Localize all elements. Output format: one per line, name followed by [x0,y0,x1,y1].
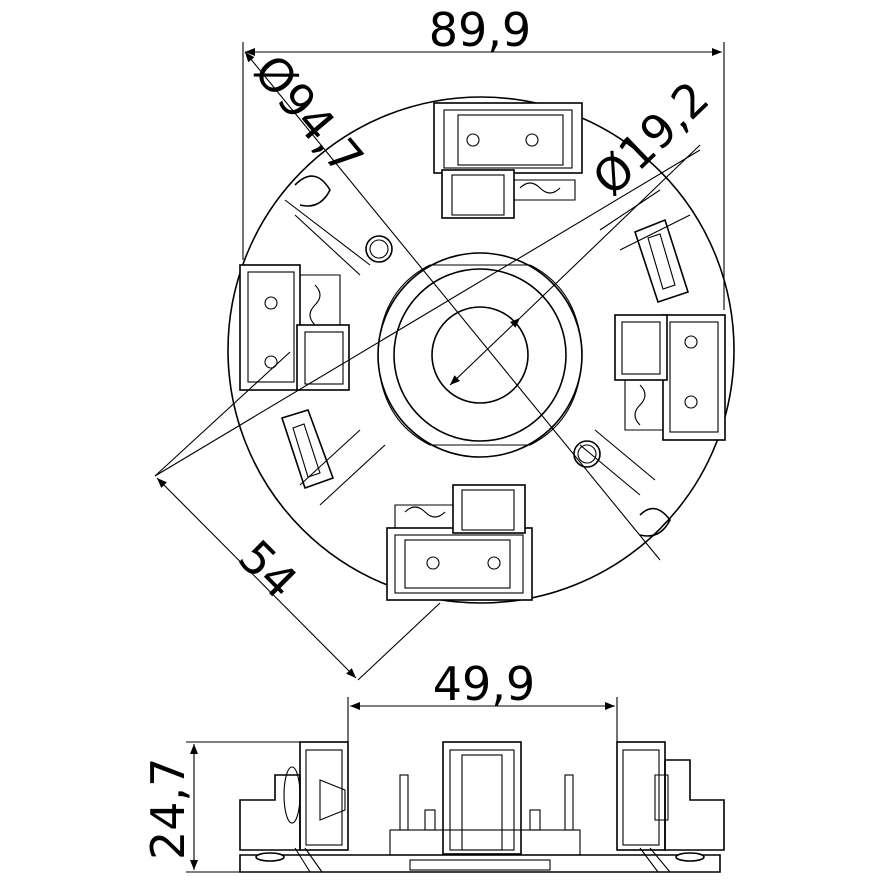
outer-diameter-dim-line [244,51,661,561]
mount-hole-left-inner [369,239,389,259]
spring-clip-upper-right [634,218,690,304]
bore-leader [519,144,701,319]
spring-clip-lower-left [280,409,335,490]
side-view [239,741,725,873]
dimension-lines [154,42,725,873]
top-view [227,96,735,604]
mount-hole-right-inner [577,444,597,464]
mount-hole-left [365,235,393,263]
rim-notch-bottom-right [639,507,671,537]
top-width-label: 89,9 [429,3,531,57]
rim-notch-top-left [294,175,331,207]
bore-diameter-label: Ø19,2 [582,71,719,206]
side-height-label: 24,7 [141,758,195,860]
side-holder-right [616,741,666,851]
side-holder-left [299,741,349,851]
brush-holder-top [433,102,583,219]
hub-bore [431,306,529,404]
outer-plate-circle [227,96,735,604]
brush-holder-bottom [386,484,533,601]
diagonal-span-dim-line [156,477,357,679]
side-foot-right [675,852,705,862]
brush-holder-right [614,314,726,441]
diagonal-span-label: 54 [228,530,308,610]
hub-body-outline [377,264,583,446]
side-width-label: 49,9 [433,657,535,711]
side-holder-center [442,741,522,855]
brush-holder-left [239,264,350,391]
bore-diameter-line [449,317,521,386]
hub-middle-ring [393,268,567,442]
side-foot-left [255,852,285,862]
